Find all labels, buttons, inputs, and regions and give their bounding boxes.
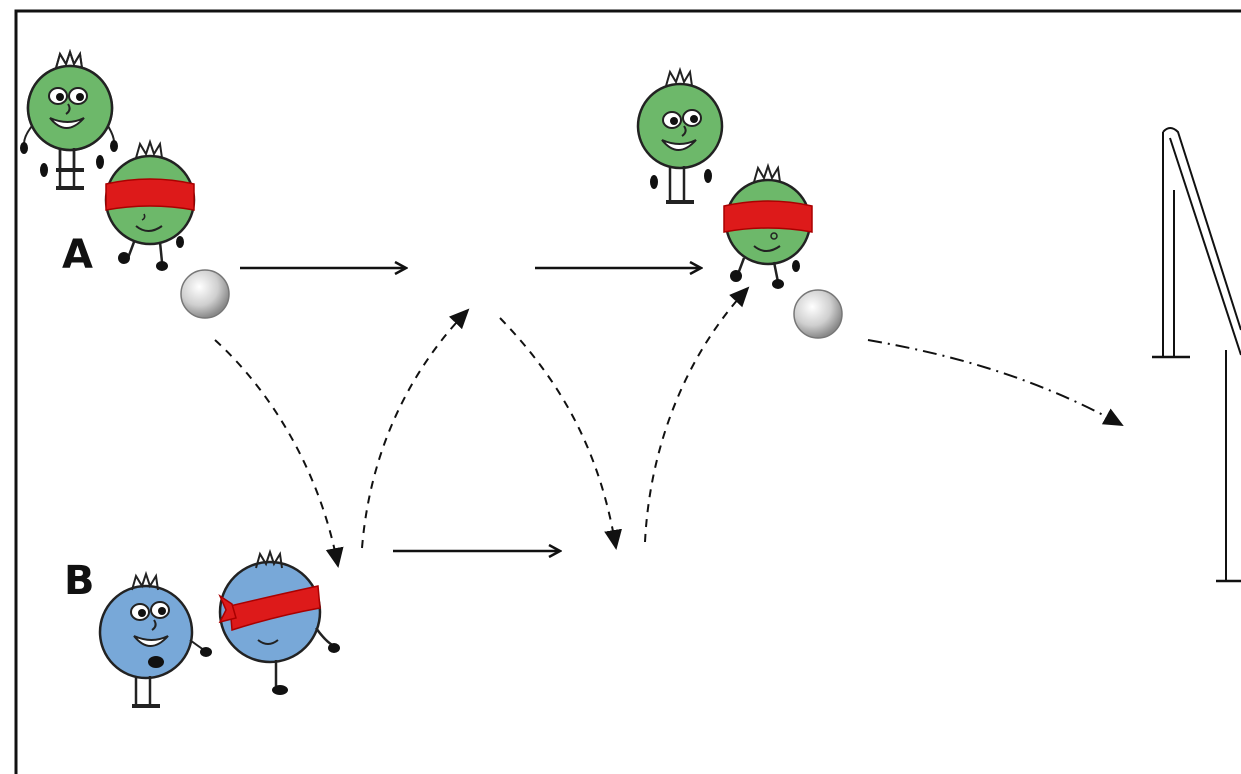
pass-arrow (214, 339, 344, 568)
player-green-icon (636, 66, 724, 204)
player-green-blindfolded-icon (723, 162, 813, 289)
goal-icon (1152, 127, 1241, 583)
team-b-label: B (64, 558, 95, 604)
ball-icon (793, 289, 843, 339)
pass-arrow (499, 317, 622, 550)
frame (14, 9, 1241, 774)
pass-arrow (644, 286, 750, 543)
player-green-icon-body (26, 48, 114, 190)
player-green-blindfolded-icon (104, 138, 196, 271)
player-blue-blindfolded-icon (218, 548, 340, 695)
player-blue-icon (98, 570, 212, 708)
ball-icon (180, 269, 230, 319)
shot-arrow (867, 339, 1124, 426)
pass-arrow (361, 308, 470, 549)
team-a-label: A (62, 232, 93, 278)
